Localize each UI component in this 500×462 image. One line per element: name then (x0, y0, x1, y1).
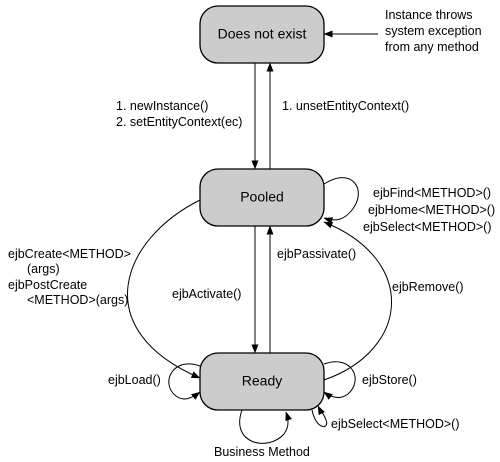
arrow-ejbcreate-edge (127, 199, 201, 379)
label-create-step1: 1. newInstance() (116, 99, 208, 113)
annotation-line-1: Instance throws (385, 8, 473, 22)
label-ready-select: ejbSelect<METHOD>() (331, 417, 460, 431)
label-create-step2: 2. setEntityContext(ec) (116, 115, 242, 129)
state-ready-label: Ready (242, 373, 282, 389)
label-pooled-self-2: ejbHome<METHOD>() (368, 203, 495, 217)
exception-annotation: Instance throws system exception from an… (385, 8, 482, 54)
state-pooled: Pooled (199, 168, 325, 227)
label-pooled-self-1: ejbFind<METHOD>() (373, 186, 491, 200)
state-pooled-label: Pooled (240, 189, 284, 205)
arrow-ejbload-edge (168, 363, 201, 400)
arrow-ready-select-edge (311, 405, 328, 428)
annotation-line-2: system exception (385, 24, 482, 38)
label-ejbcreate-2: (args) (27, 262, 60, 276)
label-activate: ejbActivate() (172, 287, 241, 301)
label-ejbload: ejbLoad() (108, 373, 161, 387)
arrow-pooled-self-edge (323, 177, 359, 225)
arrow-ejbstore-edge (323, 361, 356, 400)
label-business-method: Business Method (214, 445, 310, 459)
label-pooled-self-3: ejbSelect<METHOD>() (363, 220, 492, 234)
label-ejbcreate-1: ejbCreate<METHOD> (8, 247, 131, 261)
label-passivate: ejbPassivate() (277, 247, 356, 261)
label-ejbcreate-3: ejbPostCreate (8, 278, 87, 292)
state-ready: Ready (199, 352, 325, 411)
label-ejbstore: ejbStore() (362, 373, 417, 387)
arrow-business-edge (239, 409, 293, 444)
label-remove: ejbRemove() (392, 280, 464, 294)
state-does-not-exist: Does not exist (199, 5, 325, 64)
arrow-remove-edge (323, 221, 392, 381)
annotation-line-3: from any method (385, 40, 479, 54)
label-ejbcreate-4: <METHOD>(args) (27, 293, 128, 307)
state-does-not-exist-label: Does not exist (218, 26, 307, 42)
label-unset: 1. unsetEntityContext() (282, 99, 409, 113)
